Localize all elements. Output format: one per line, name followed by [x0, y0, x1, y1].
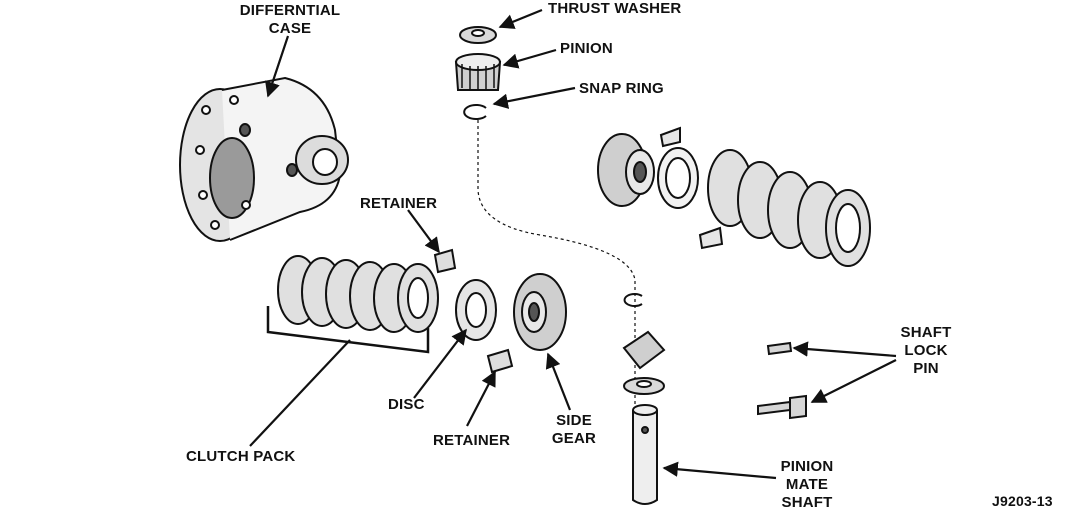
label-pinion-mate-shaft-line3: SHAFT [781, 494, 833, 511]
upper-side-gear-assembly [597, 126, 871, 267]
pinion-gear-top [454, 53, 502, 91]
differential-case [179, 76, 349, 242]
label-differential-case: DIFFERNTIAL CASE [238, 2, 342, 38]
label-side-gear: SIDE GEAR [548, 412, 600, 448]
label-side-gear-line2: GEAR [551, 430, 597, 447]
label-shaft-lock-pin-line1: SHAFT [900, 324, 952, 341]
snap-ring-bottom [623, 293, 643, 307]
snap-ring-top [463, 104, 487, 120]
label-differential-case-line1: DIFFERNTIAL [239, 2, 341, 19]
label-shaft-lock-pin-line3: PIN [913, 360, 939, 377]
label-shaft-lock-pin: SHAFT LOCK PIN [898, 324, 954, 378]
clutch-pack-part [277, 255, 439, 333]
label-pinion: PINION [560, 40, 613, 57]
retainer-bottom-part [486, 348, 514, 374]
label-side-gear-line1: SIDE [556, 412, 592, 429]
label-pinion-mate-shaft-line1: PINION [780, 458, 834, 475]
label-pinion-mate-shaft-line2: MATE [785, 476, 829, 493]
label-retainer-top: RETAINER [360, 195, 438, 212]
leader-arrows [265, 8, 897, 480]
label-thrust-washer: THRUST WASHER [548, 0, 682, 17]
pinion-mate-shaft-part [632, 404, 658, 505]
pinion-gear-bottom [622, 330, 666, 370]
side-gear-part [513, 273, 567, 351]
retainer-top-part [433, 248, 457, 274]
label-clutch-pack: CLUTCH PACK [186, 448, 296, 465]
label-differential-case-line2: CASE [268, 20, 312, 37]
label-shaft-lock-pin-line2: LOCK [904, 342, 948, 359]
label-snap-ring: SNAP RING [579, 80, 664, 97]
disc-part [455, 279, 497, 341]
label-disc: DISC [388, 396, 425, 413]
assembly-path [477, 120, 636, 420]
thrust-washer-bottom [623, 377, 665, 395]
clutch-pack-leader [249, 339, 351, 447]
label-retainer-bottom: RETAINER [433, 432, 511, 449]
shaft-lock-pin-parts [757, 341, 807, 420]
thrust-washer-top [459, 26, 497, 44]
label-pinion-mate-shaft: PINION MATE SHAFT [772, 458, 842, 512]
figure-id: J9203-13 [992, 493, 1053, 509]
